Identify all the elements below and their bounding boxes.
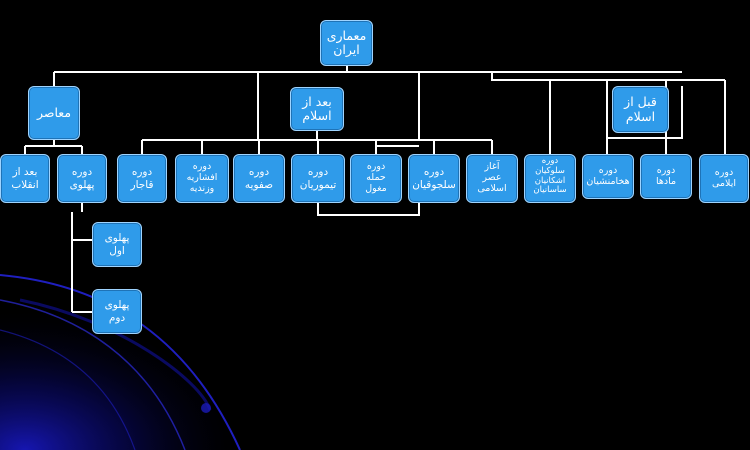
node-after-revolution: بعد از انقلاب xyxy=(0,154,50,203)
node-seljuk: دوره سلجوقیان xyxy=(408,154,460,203)
connector-pre-islam-frame xyxy=(491,72,551,154)
connector-pahlavi-children xyxy=(71,203,92,313)
node-qajar: دوره قاجار xyxy=(117,154,167,203)
node-pahlavi-era: دوره پهلوی xyxy=(57,154,107,203)
node-safavid: دوره صفویه xyxy=(233,154,285,203)
connector-post-islam-bus xyxy=(141,131,493,154)
node-pahlavi-second: پهلوی دوم xyxy=(92,289,142,334)
connector-contemporary xyxy=(24,72,83,154)
node-pahlavi-first: پهلوی اول xyxy=(92,222,142,267)
node-afsharieh-zandieh: دوره افشاریه وزندیه xyxy=(175,154,229,203)
connector-root-trunk xyxy=(54,66,682,73)
node-timurid: دوره تیموریان xyxy=(291,154,345,203)
connector-pre-islam-group xyxy=(606,86,683,139)
node-seleucid-parthian-sasanian: دوره سلوکیان اشکانیان ساسانیان xyxy=(524,154,576,203)
node-group-pre-islam: قبل از اسلام xyxy=(612,86,669,133)
node-achaemenid: دوره هخامنشیان xyxy=(582,154,634,199)
connector-timurid-seljuk-bottom xyxy=(317,203,420,216)
node-group-contemporary: معاصر xyxy=(28,86,80,140)
node-mongol-invasion: دوره حمله مغول xyxy=(350,154,402,203)
node-group-post-islam: بعد از اسلام xyxy=(290,87,344,131)
node-elamite: دوره ایلامی xyxy=(699,154,749,203)
node-root-iranian-architecture: معماری ایران xyxy=(320,20,373,66)
node-early-islamic-era: آغاز عصر اسلامی xyxy=(466,154,518,203)
node-median: دوره مادها xyxy=(640,154,692,199)
connector-pre-islam-bus xyxy=(491,72,726,154)
